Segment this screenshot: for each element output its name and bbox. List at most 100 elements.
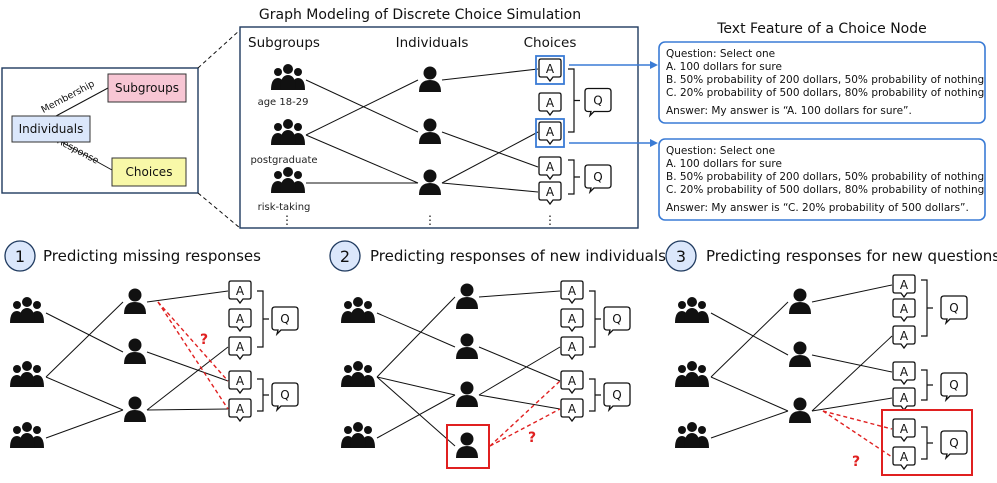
edge <box>376 312 456 348</box>
edge <box>478 346 561 396</box>
answer-letter: A <box>568 374 577 388</box>
individual-icon <box>789 397 811 423</box>
predicted-edge <box>489 380 561 447</box>
individual-icon <box>789 288 811 314</box>
task-3-header: 3 Predicting responses for new questions <box>665 240 997 272</box>
question-bracket <box>568 68 580 133</box>
answer-letter: A <box>900 302 909 316</box>
individual-icon <box>124 396 146 422</box>
individual-icon <box>456 381 478 407</box>
zoom-line-top <box>197 29 241 69</box>
graph-title: Graph Modeling of Discrete Choice Simula… <box>259 7 581 23</box>
task-3-number: 3 <box>676 247 686 266</box>
zoom-line-bottom <box>197 192 241 229</box>
edge <box>478 290 561 298</box>
answer-letter: A <box>568 284 577 298</box>
col-header-subgroups: Subgroups <box>248 35 320 51</box>
answer-letter: A <box>900 365 909 379</box>
edge <box>710 312 789 356</box>
question-bracket <box>921 426 933 460</box>
col-header-individuals: Individuals <box>396 35 469 51</box>
choices-node-label: Choices <box>126 165 173 179</box>
feature-1-line: B. 50% probability of 200 dollars, 50% p… <box>666 74 984 86</box>
subgroups-ellipsis: ⋮ <box>281 213 293 227</box>
edge <box>710 376 789 412</box>
edge <box>376 376 456 396</box>
task-1-header: 1 Predicting missing responses <box>4 240 261 272</box>
answer-letter: A <box>236 340 245 354</box>
edge <box>376 296 456 378</box>
subgroup-icon <box>341 297 375 323</box>
edge <box>305 79 419 136</box>
edge <box>45 312 124 353</box>
subgroup-icon <box>10 361 44 387</box>
feature-1-line: Question: Select one <box>666 48 775 60</box>
subgroup-label-risk-taking: risk-taking <box>258 202 311 213</box>
answer-letter: A <box>546 96 555 110</box>
question-bracket <box>921 279 933 337</box>
predicted-edge <box>489 408 561 447</box>
response-edge <box>57 139 113 171</box>
subgroup-icon <box>675 297 709 323</box>
question-letter: Q <box>612 312 621 326</box>
subgroup-icon <box>675 361 709 387</box>
subgroup-icon <box>675 422 709 448</box>
task-number-circle <box>329 240 361 272</box>
choices-ellipsis: ⋮ <box>544 213 556 227</box>
arrow-head-icon <box>650 139 658 147</box>
unknown-mark: ? <box>852 454 860 470</box>
question-bracket <box>589 290 601 348</box>
predicted-edge <box>157 301 229 410</box>
subgroups-node-label: Subgroups <box>115 81 179 95</box>
new-question-highlight <box>881 409 973 476</box>
feature-2-answer: Answer: My answer is “C. 20% probability… <box>666 202 969 214</box>
edge <box>478 394 561 410</box>
question-letter: Q <box>593 94 602 108</box>
task-1-number: 1 <box>15 247 25 266</box>
answer-letter: A <box>236 402 245 416</box>
edge <box>305 79 419 133</box>
feature-1-line: A. 100 dollars for sure <box>666 61 782 73</box>
edge <box>478 346 561 382</box>
task-1-title: Predicting missing responses <box>43 247 261 265</box>
selected-choice-highlight <box>535 55 565 85</box>
predicted-edge <box>157 301 229 382</box>
feature-arrows <box>569 61 658 147</box>
subgroup-icon <box>341 361 375 387</box>
edge <box>441 68 539 81</box>
question-letter: Q <box>612 388 621 402</box>
text-feature-box-1: Question: Select one A. 100 dollars for … <box>658 41 986 124</box>
question-bracket <box>257 290 269 348</box>
question-bracket <box>589 378 601 412</box>
task-2-number: 2 <box>340 247 350 266</box>
edge <box>146 290 229 303</box>
schema-panel: Membership Response Individuals Subgroup… <box>1 67 199 194</box>
feature-2-line: Question: Select one <box>666 145 775 157</box>
task-number-circle <box>665 240 697 272</box>
subgroup-icon <box>341 422 375 448</box>
unknown-mark: ? <box>200 332 208 348</box>
edge <box>441 131 539 168</box>
text-feature-frame-2 <box>658 138 986 221</box>
individuals-node <box>11 115 91 143</box>
feature-1-answer: Answer: My answer is “A. 100 dollars for… <box>666 105 912 117</box>
edge <box>811 354 893 373</box>
text-feature-title: Text Feature of a Choice Node <box>716 21 927 37</box>
question-letter: Q <box>280 388 289 402</box>
edge <box>146 408 229 411</box>
individual-icon <box>456 333 478 359</box>
individual-icon <box>124 338 146 364</box>
task-3-title: Predicting responses for new questions <box>706 247 997 265</box>
edge <box>376 394 456 439</box>
new-individual-highlight <box>446 424 490 469</box>
arrow-head-icon <box>650 61 658 69</box>
question-letter: Q <box>949 378 958 392</box>
edge <box>45 409 124 439</box>
edge <box>45 376 124 411</box>
answer-letter: A <box>568 312 577 326</box>
answer-letter: A <box>546 62 555 76</box>
